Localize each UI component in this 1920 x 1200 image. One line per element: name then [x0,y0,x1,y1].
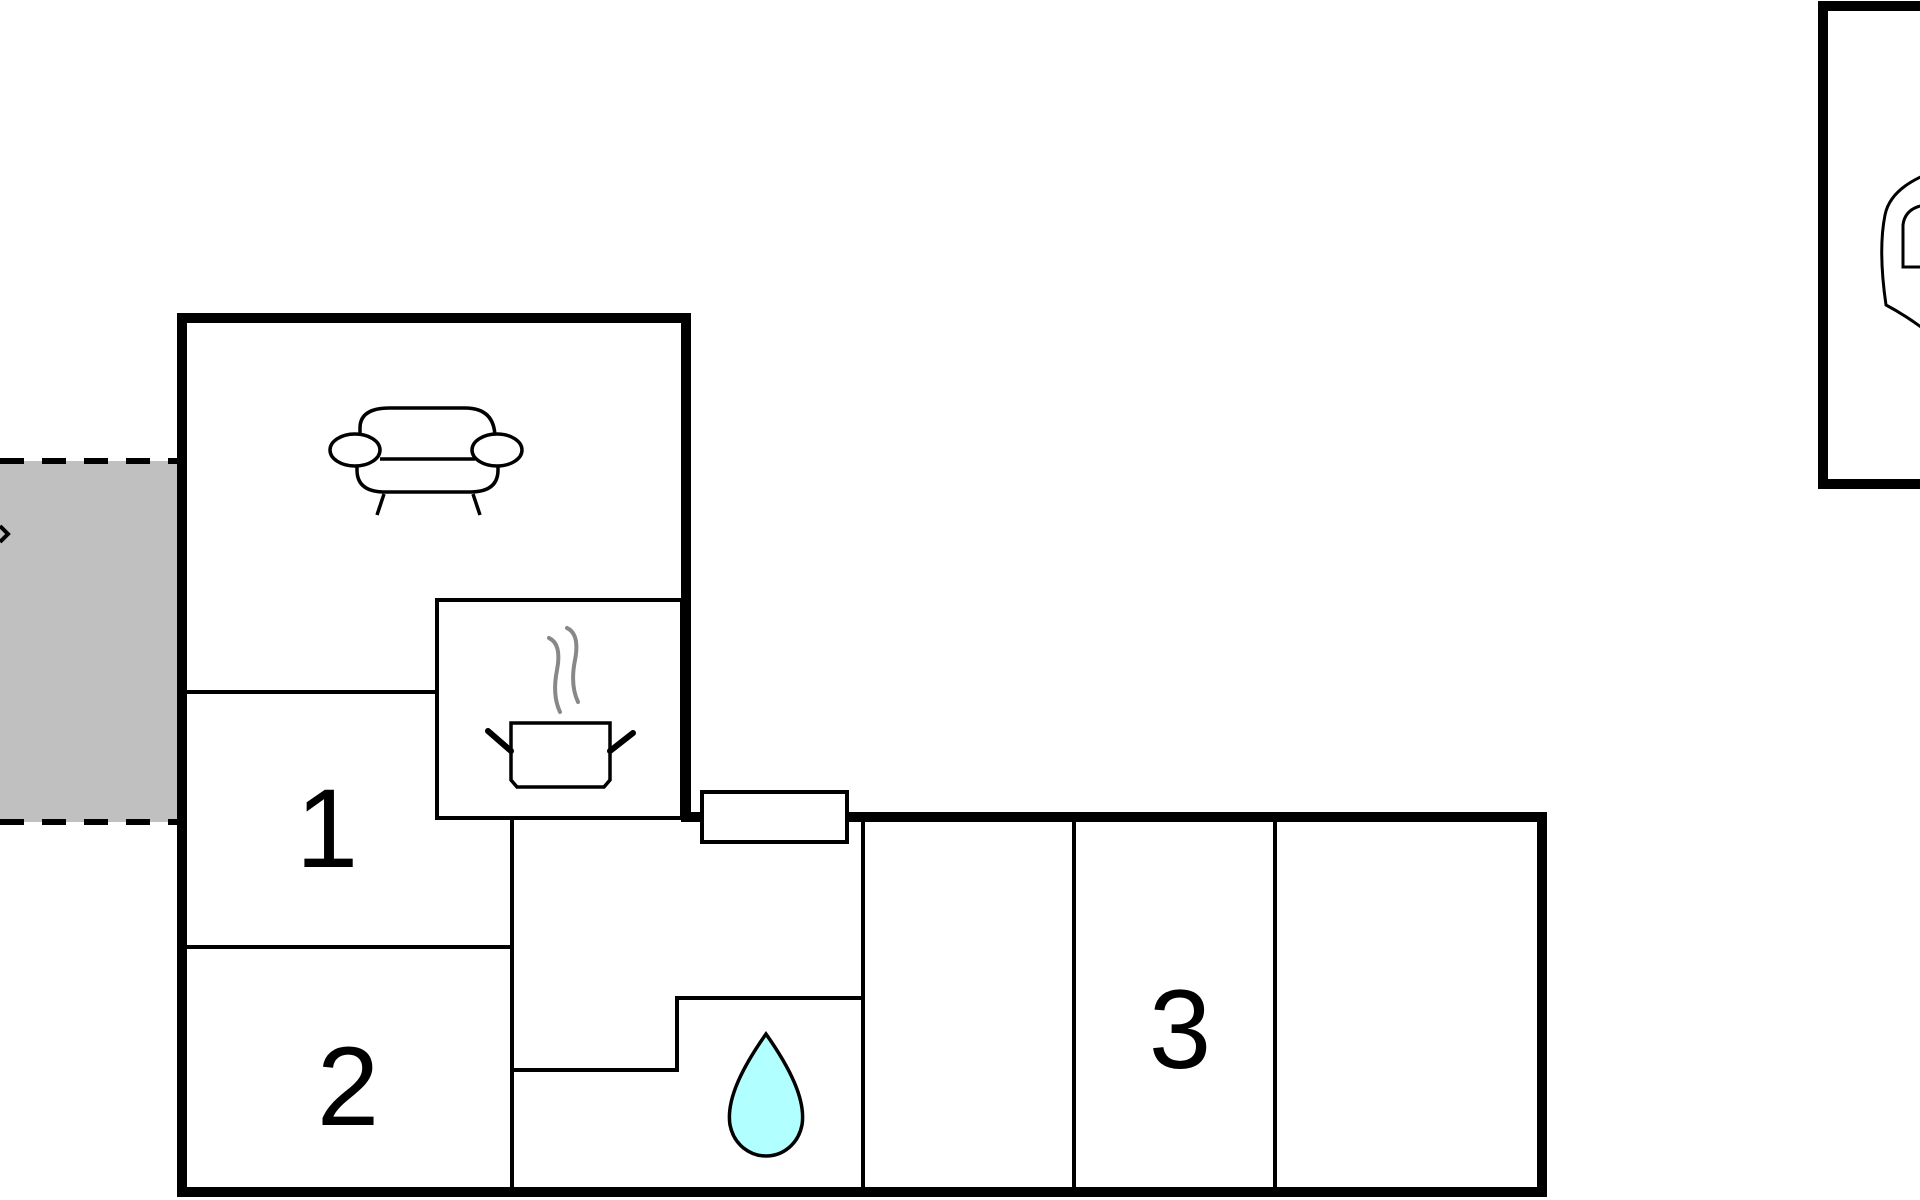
annex-building [1818,1,1920,489]
water-drop-icon [727,1030,805,1158]
room-label-2: 2 [317,1024,379,1149]
room-label-1: 1 [296,766,358,891]
terrace [0,458,180,825]
interior-walls [182,690,1277,1192]
toilet-icon [1880,175,1920,329]
sofa-icon [328,406,524,516]
cooking-pot-icon [485,626,636,789]
hall-window [682,790,849,844]
room-label-3: 3 [1149,967,1211,1092]
